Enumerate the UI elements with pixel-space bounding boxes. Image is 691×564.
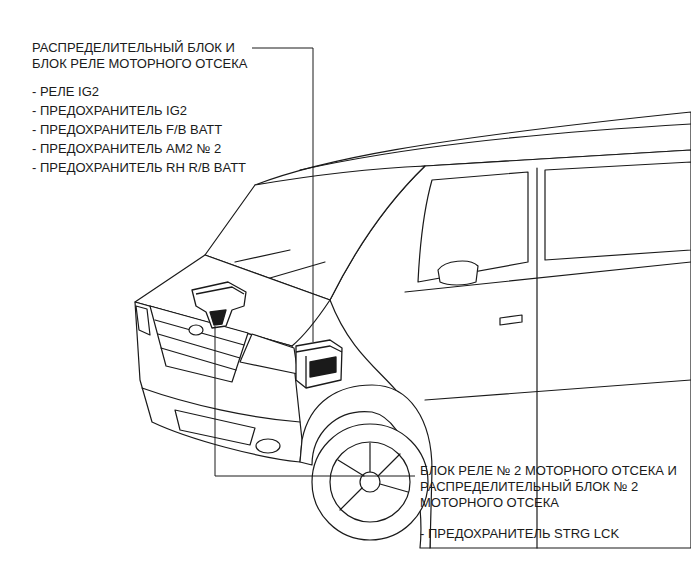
rear-window <box>545 162 691 260</box>
fog-lamp <box>256 439 280 453</box>
wheel-arch <box>300 385 432 548</box>
component-item: - ПРЕДОХРАНИТЕЛЬ F/B BATT <box>32 122 332 138</box>
component-item: - ПРЕДОХРАНИТЕЛЬ STRG LCK <box>420 526 680 542</box>
mirror <box>438 261 478 285</box>
component-item: - РЕЛЕ IG2 <box>32 84 332 100</box>
grille <box>150 306 248 382</box>
rim <box>330 442 410 522</box>
callout-heading: РАСПРЕДЕЛИТЕЛЬНЫЙ БЛОК И БЛОК РЕЛЕ МОТОР… <box>32 40 264 72</box>
bumper-line <box>142 388 300 422</box>
relay-block-no2-detail <box>210 310 226 325</box>
grille-bars <box>155 320 244 370</box>
tire <box>312 424 428 540</box>
callout-heading: БЛОК РЕЛЕ № 2 МОТОРНОГО ОТСЕКА И РАСПРЕД… <box>420 463 678 511</box>
beltline <box>405 262 691 292</box>
relay-block-no2 <box>192 282 246 328</box>
side-character-line <box>425 380 691 400</box>
component-item: - ПРЕДОХРАНИТЕЛЬ IG2 <box>32 103 332 119</box>
relay-block-no2-top <box>196 287 244 294</box>
relay-block-top <box>296 346 342 388</box>
headlight <box>240 334 298 374</box>
component-item: - ПРЕДОХРАНИТЕЛЬ RH R/B BATT <box>32 160 332 176</box>
component-item: - ПРЕДОХРАНИТЕЛЬ AM2 № 2 <box>32 141 332 157</box>
leader-line <box>215 326 415 476</box>
relay-block-detail <box>310 357 336 377</box>
relay-block <box>296 340 342 388</box>
headlight-left <box>136 306 150 335</box>
emblem <box>189 325 203 335</box>
door-handle <box>500 315 522 325</box>
leader-line <box>252 48 313 342</box>
